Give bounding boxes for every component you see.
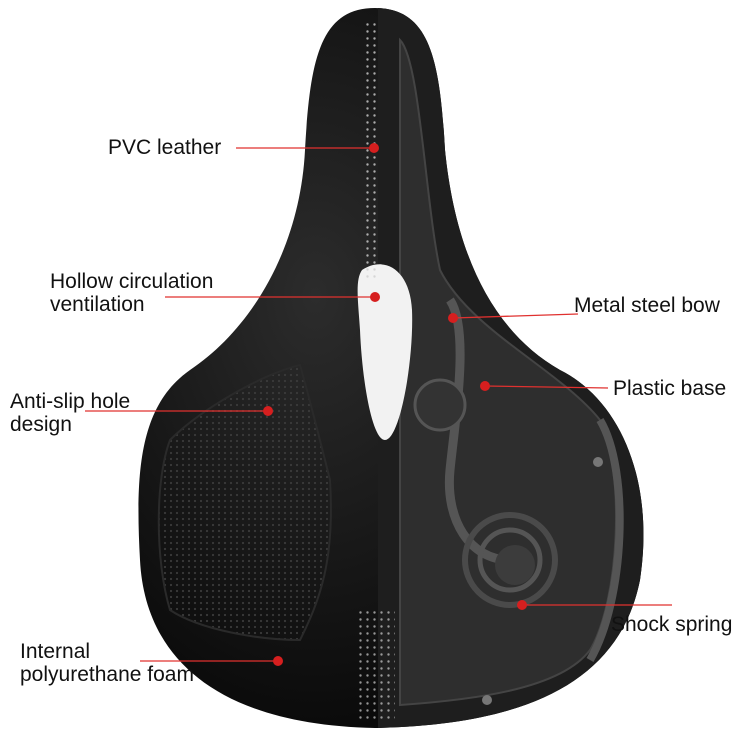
leader-lines bbox=[85, 147, 672, 662]
anti-slip-patch bbox=[157, 363, 332, 642]
label-anti-slip: Anti-slip hole design bbox=[10, 390, 130, 436]
saddle-cutaway bbox=[378, 8, 644, 728]
label-line: Internal bbox=[20, 640, 91, 663]
label-plastic-base: Plastic base bbox=[613, 377, 727, 400]
label-line: Anti-slip hole bbox=[10, 390, 131, 413]
shock-spring bbox=[462, 512, 558, 608]
label-line: Hollow circulation bbox=[50, 270, 214, 293]
label-metal-steel-bow: Metal steel bow bbox=[574, 294, 720, 317]
label-internal-foam: Internal polyurethane foam bbox=[20, 640, 194, 686]
ventilation-hole bbox=[357, 264, 413, 440]
label-line: polyurethane foam bbox=[20, 663, 194, 686]
label-hollow-ventilation: Hollow circulation ventilation bbox=[50, 270, 213, 316]
label-line: design bbox=[10, 413, 72, 436]
label-shock-spring: Shock spring bbox=[611, 613, 733, 636]
label-line: ventilation bbox=[50, 293, 145, 316]
label-pvc-leather: PVC leather bbox=[108, 136, 222, 159]
callout-dots bbox=[263, 143, 527, 666]
